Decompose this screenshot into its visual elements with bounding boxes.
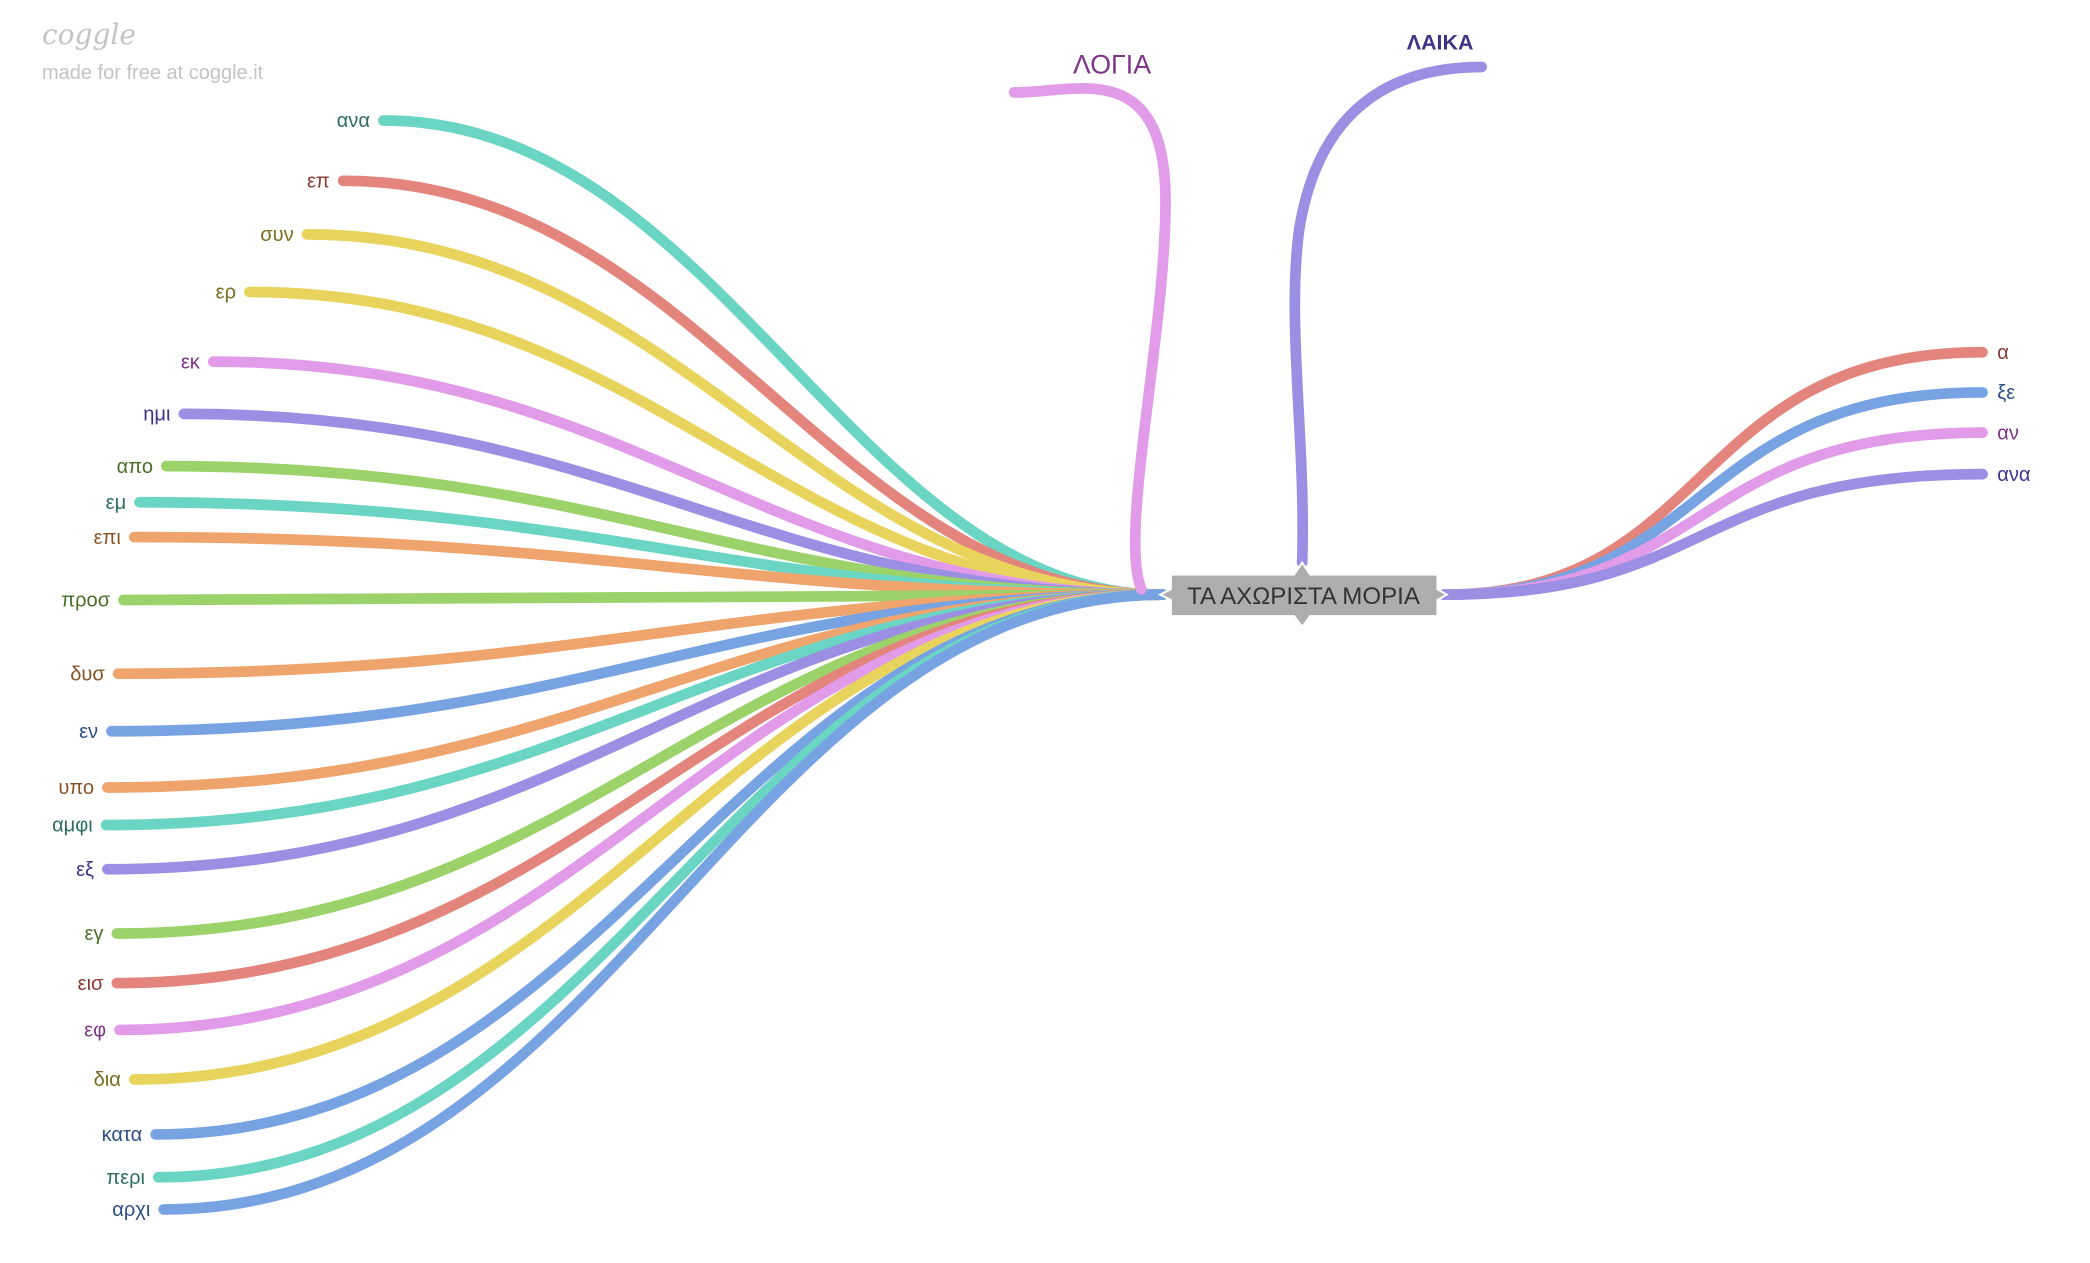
node-label[interactable]: ημι — [143, 404, 170, 426]
node-label[interactable]: αν — [1997, 422, 2019, 444]
node-label[interactable]: επι — [94, 527, 121, 549]
node-label[interactable]: δια — [94, 1069, 122, 1091]
node-label[interactable]: αρχι — [112, 1199, 150, 1221]
node-right-1[interactable]: ξε — [1438, 382, 2015, 601]
node-right-3[interactable]: ανα — [1438, 464, 2031, 601]
branch-line — [1438, 427, 1988, 601]
node-label[interactable]: ερ — [216, 282, 236, 304]
node-label[interactable]: α — [1997, 342, 2009, 364]
node-label[interactable]: συν — [260, 224, 293, 246]
node-right-0[interactable]: α — [1438, 342, 2009, 601]
node-label[interactable]: περι — [106, 1167, 145, 1189]
node-label[interactable]: εκ — [181, 351, 201, 373]
central-node-label: ΤΑ ΑΧΩΡΙΣΤΑ ΜΟΡΙΑ — [1187, 583, 1421, 610]
branch-logia[interactable]: ΛΟΓΙΑ — [1008, 50, 1171, 595]
branch-line — [301, 229, 1169, 601]
node-label[interactable]: εν — [79, 721, 98, 743]
branch-line — [158, 589, 1169, 1215]
node-left-2[interactable]: συν — [260, 224, 1169, 601]
node-label[interactable]: ξε — [1997, 382, 2015, 404]
node-label[interactable]: δυσ — [70, 663, 105, 685]
branch-line — [378, 115, 1169, 601]
node-label[interactable]: ανα — [337, 110, 371, 132]
node-logia[interactable]: ΛΟΓΙΑ — [1073, 50, 1151, 80]
node-label[interactable]: ανα — [1997, 464, 2031, 486]
node-label[interactable]: προσ — [61, 590, 110, 612]
node-label[interactable]: εξ — [76, 859, 94, 881]
branch-line — [1438, 468, 1988, 601]
branch-laika[interactable]: ΛΑΙΚΑ — [1289, 31, 1487, 568]
node-label[interactable]: κατα — [102, 1124, 143, 1146]
node-label[interactable]: εγ — [84, 923, 103, 945]
node-label[interactable]: εφ — [84, 1020, 106, 1042]
node-left-0[interactable]: ανα — [337, 110, 1169, 601]
node-label[interactable]: απο — [117, 456, 153, 478]
node-left-21[interactable]: αρχι — [112, 589, 1169, 1221]
coggle-logo[interactable]: coggle — [42, 18, 136, 51]
node-label[interactable]: επ — [307, 171, 330, 193]
central-node[interactable]: ΤΑ ΑΧΩΡΙΣΤΑ ΜΟΡΙΑ — [1157, 560, 1449, 629]
node-label[interactable]: εισ — [78, 973, 104, 995]
branch-line — [1438, 387, 1988, 601]
made-with-coggle-link[interactable]: made for free at coggle.it — [42, 62, 264, 84]
node-left-15[interactable]: εγ — [84, 589, 1169, 946]
branch-line — [111, 589, 1169, 939]
node-label[interactable]: υπο — [58, 777, 94, 799]
node-label[interactable]: αμφι — [52, 815, 93, 837]
node-laika[interactable]: ΛΑΙΚΑ — [1407, 31, 1474, 55]
node-label[interactable]: εμ — [106, 492, 127, 514]
